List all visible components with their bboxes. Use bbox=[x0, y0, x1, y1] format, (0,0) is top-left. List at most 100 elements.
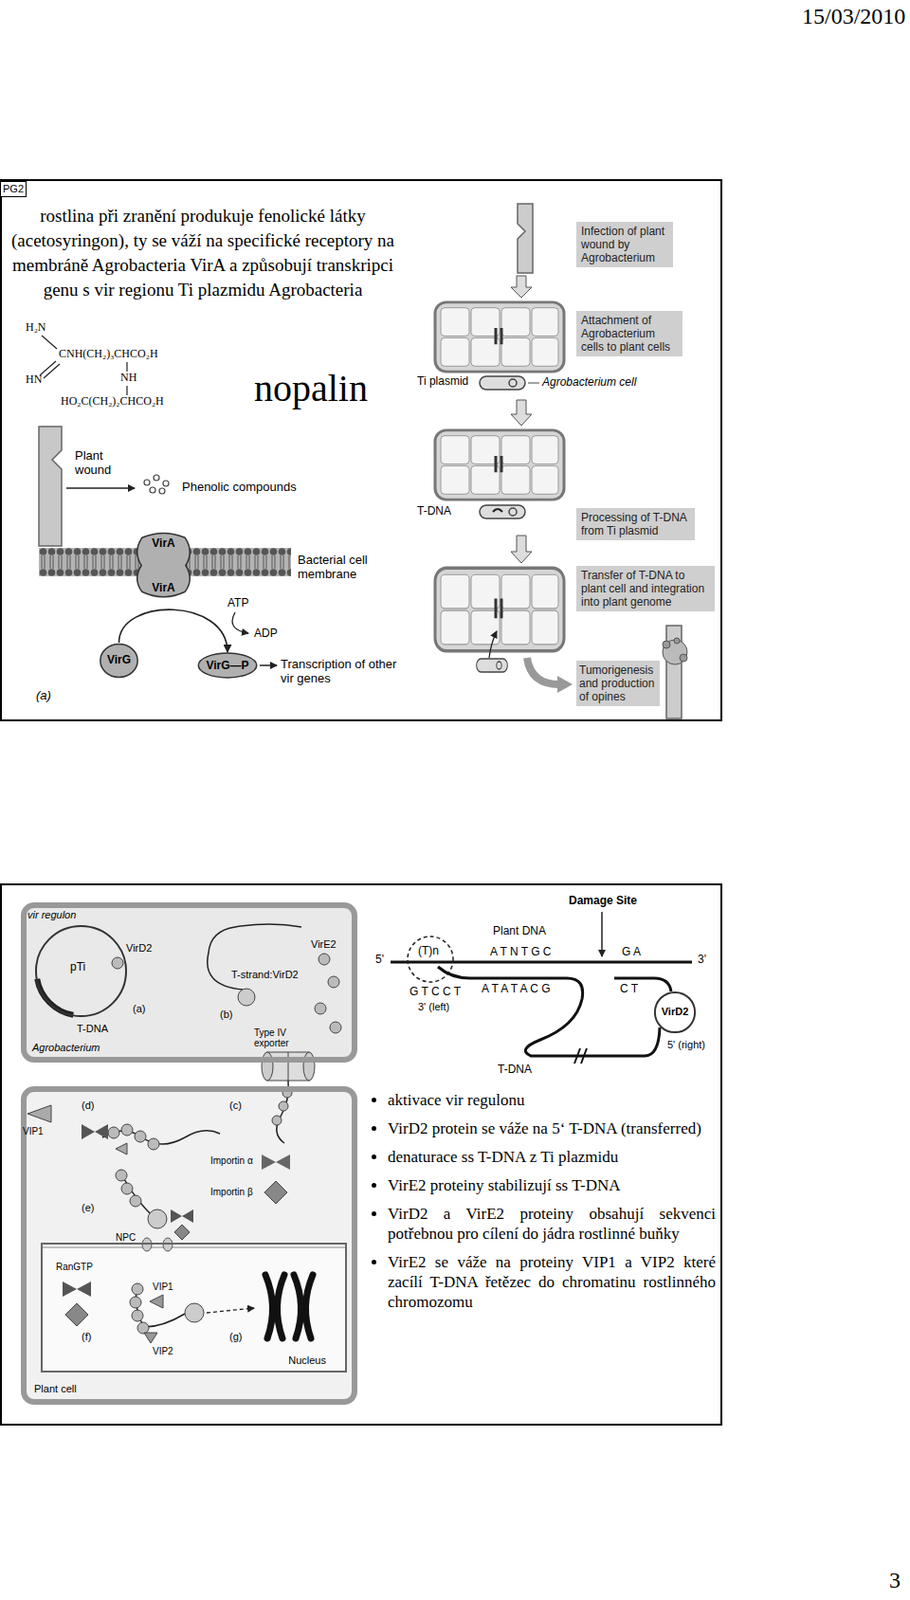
infection-flow bbox=[435, 567, 565, 651]
text-label: Type IV exporter bbox=[254, 1027, 302, 1049]
t-strand bbox=[237, 988, 255, 1006]
plant-cell-fill bbox=[23, 1089, 355, 1402]
strand-f bbox=[137, 1322, 149, 1334]
node-text: VirD2 bbox=[661, 1005, 690, 1019]
nuclear-pores bbox=[163, 1237, 173, 1252]
node-text: Nucleus bbox=[288, 1354, 327, 1367]
t-dna-region bbox=[36, 979, 73, 1016]
damage-arrow bbox=[600, 911, 603, 957]
text-label: 5' (right) bbox=[667, 1038, 706, 1052]
text-label: NPC bbox=[115, 1232, 136, 1244]
text-label: (a) bbox=[36, 689, 52, 704]
strand-c bbox=[272, 1115, 282, 1126]
plant-wound-stem bbox=[38, 426, 62, 546]
text-label: C T bbox=[619, 982, 638, 995]
nopalin-bonds bbox=[39, 361, 56, 376]
vip1-protein bbox=[27, 1105, 52, 1123]
infection-flow bbox=[527, 382, 540, 384]
infection-flow bbox=[492, 509, 503, 512]
break-marks bbox=[581, 1048, 587, 1064]
protein-blob bbox=[137, 533, 191, 598]
strand-d bbox=[81, 1124, 220, 1155]
text-label: CNH(CH₂)₃CHCO₂H bbox=[58, 347, 159, 362]
strand-f bbox=[184, 1303, 204, 1323]
node-text: Infection of plant wound by Agrobacteriu… bbox=[581, 224, 669, 265]
ran-gtp bbox=[65, 1303, 89, 1327]
node-text: pTi bbox=[70, 960, 86, 974]
virE2-proteins bbox=[318, 953, 330, 965]
text-label: T-DNA bbox=[417, 505, 452, 519]
bullet-text: VirD2 a VirE2 proteiny obsahují sekvenci… bbox=[387, 1203, 716, 1244]
text-label: VIP1 bbox=[22, 1126, 44, 1138]
node-text: Plant cell bbox=[34, 1383, 77, 1396]
phenolic-dots bbox=[153, 474, 160, 481]
t-dna-strand bbox=[437, 966, 660, 1056]
infection-flow bbox=[479, 376, 526, 390]
strand-f bbox=[149, 1294, 164, 1309]
chromosomes bbox=[293, 1274, 313, 1339]
phenolic-arrow bbox=[66, 487, 135, 490]
strand-d bbox=[108, 1127, 120, 1139]
text-label: H₂N bbox=[25, 321, 47, 335]
virE2-proteins bbox=[329, 1021, 342, 1034]
t-dna-strand bbox=[437, 966, 672, 1056]
text-label: G A bbox=[621, 946, 641, 958]
strand-e bbox=[115, 1169, 194, 1240]
transcription-arrow bbox=[259, 665, 277, 667]
infection-flow bbox=[435, 203, 688, 719]
text-label: A T N T G C bbox=[490, 946, 551, 958]
infection-flow bbox=[510, 400, 532, 426]
strand-c bbox=[264, 1181, 288, 1204]
text-label: Plant DNA bbox=[492, 925, 546, 939]
chromosomes bbox=[265, 1274, 285, 1339]
text-label: ADP bbox=[254, 627, 278, 641]
strand-c bbox=[261, 1154, 276, 1170]
text-label: HN bbox=[25, 373, 42, 387]
break-marks bbox=[574, 1048, 581, 1064]
strand-e bbox=[115, 1169, 128, 1182]
ti-plasmid: pTi bbox=[34, 924, 128, 1019]
text-label: A T A T A C G bbox=[481, 982, 551, 995]
strand-f bbox=[206, 1308, 255, 1313]
stage-box: Processing of T-DNA from Ti plasmid bbox=[576, 508, 695, 541]
node-text: vir regulon bbox=[27, 909, 76, 922]
type-iv-exporter bbox=[303, 1052, 315, 1081]
node-text: Agrobacterium bbox=[32, 1041, 101, 1055]
strand-c bbox=[261, 1080, 292, 1204]
node-text: Attachment of Agrobacterium cells to pla… bbox=[581, 313, 678, 354]
strand-d bbox=[147, 1138, 160, 1150]
protein-blob bbox=[198, 653, 256, 678]
nopalin-bonds bbox=[126, 385, 128, 396]
strand-e bbox=[129, 1195, 142, 1207]
node-text: PG2 bbox=[2, 182, 24, 197]
virD2-protein bbox=[111, 957, 124, 969]
text-label: Importin β bbox=[210, 1186, 254, 1199]
text-label: (T)n bbox=[418, 945, 439, 957]
infection-flow bbox=[666, 625, 682, 719]
type-iv-exporter bbox=[288, 1052, 290, 1081]
stage-box: Infection of plant wound by Agrobacteriu… bbox=[576, 221, 674, 268]
infection-flow bbox=[510, 275, 532, 298]
infection-flow bbox=[662, 640, 671, 649]
text-label: (f) bbox=[81, 1330, 91, 1344]
phenolic-arrow bbox=[66, 488, 135, 490]
strand-d bbox=[102, 1130, 220, 1145]
text-label: (e) bbox=[81, 1201, 94, 1215]
text-label: 5' bbox=[375, 953, 384, 965]
infection-flow bbox=[662, 639, 688, 665]
text-label: Plant wound bbox=[74, 449, 128, 478]
strand-d bbox=[134, 1130, 146, 1143]
text-label: VIP2 bbox=[152, 1346, 174, 1358]
strand-d bbox=[115, 1143, 128, 1155]
node-text: rostlina při zranění produkuje fenolické… bbox=[7, 203, 399, 303]
t-dna-region bbox=[36, 979, 73, 1016]
agrobacterium-fill bbox=[23, 905, 355, 1060]
bullet-text: denaturace ss T-DNA z Ti plazmidu bbox=[387, 1146, 716, 1167]
nuclear-pores bbox=[142, 1237, 173, 1252]
node-text: VirA bbox=[151, 581, 175, 595]
strand-c bbox=[278, 1101, 289, 1111]
strand-f bbox=[144, 1332, 158, 1344]
text-label: (d) bbox=[81, 1099, 94, 1112]
slide-frame: aktivace vir regulonuVirD2 protein se vá… bbox=[0, 883, 723, 1426]
